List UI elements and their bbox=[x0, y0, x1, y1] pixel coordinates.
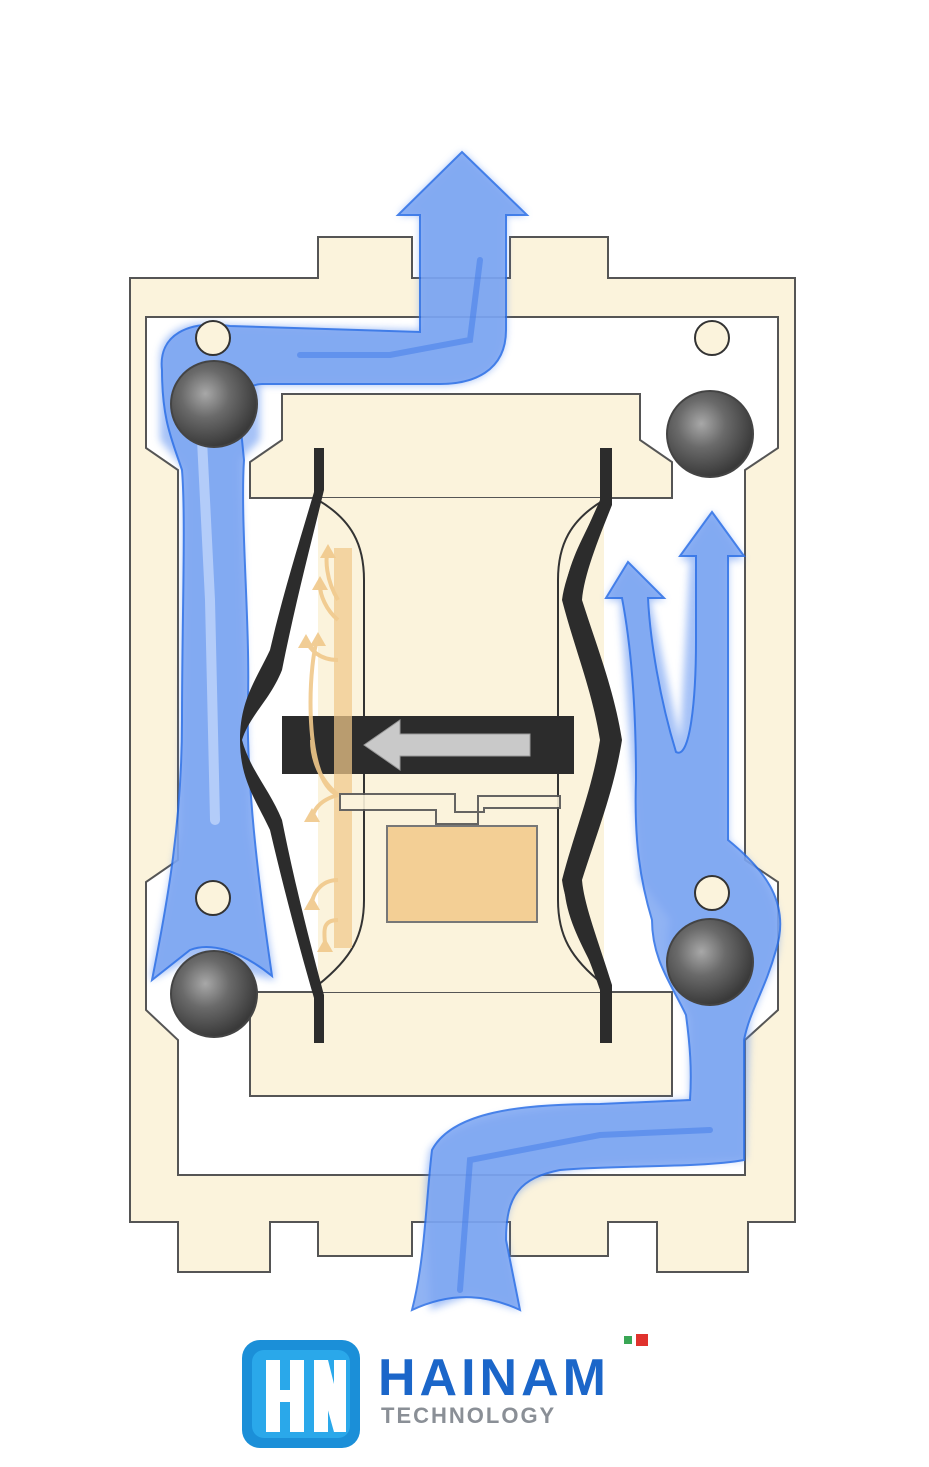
diaphragm-right bbox=[562, 448, 622, 1043]
check-balls bbox=[170, 360, 754, 1038]
check-ball-icon bbox=[170, 950, 258, 1038]
air-valve-block bbox=[386, 825, 538, 923]
brand-subtitle: TECHNOLOGY bbox=[381, 1403, 557, 1428]
check-ball-icon bbox=[666, 390, 754, 478]
check-ball-icon bbox=[666, 918, 754, 1006]
brand-logo bbox=[242, 1334, 648, 1448]
brand-name: HAINAM bbox=[378, 1349, 610, 1407]
direction-arrow-icon bbox=[363, 719, 531, 771]
check-ball-icon bbox=[170, 360, 258, 448]
port-holes bbox=[195, 320, 730, 916]
diaphragm-left bbox=[240, 448, 324, 1043]
air-flow bbox=[298, 544, 561, 952]
